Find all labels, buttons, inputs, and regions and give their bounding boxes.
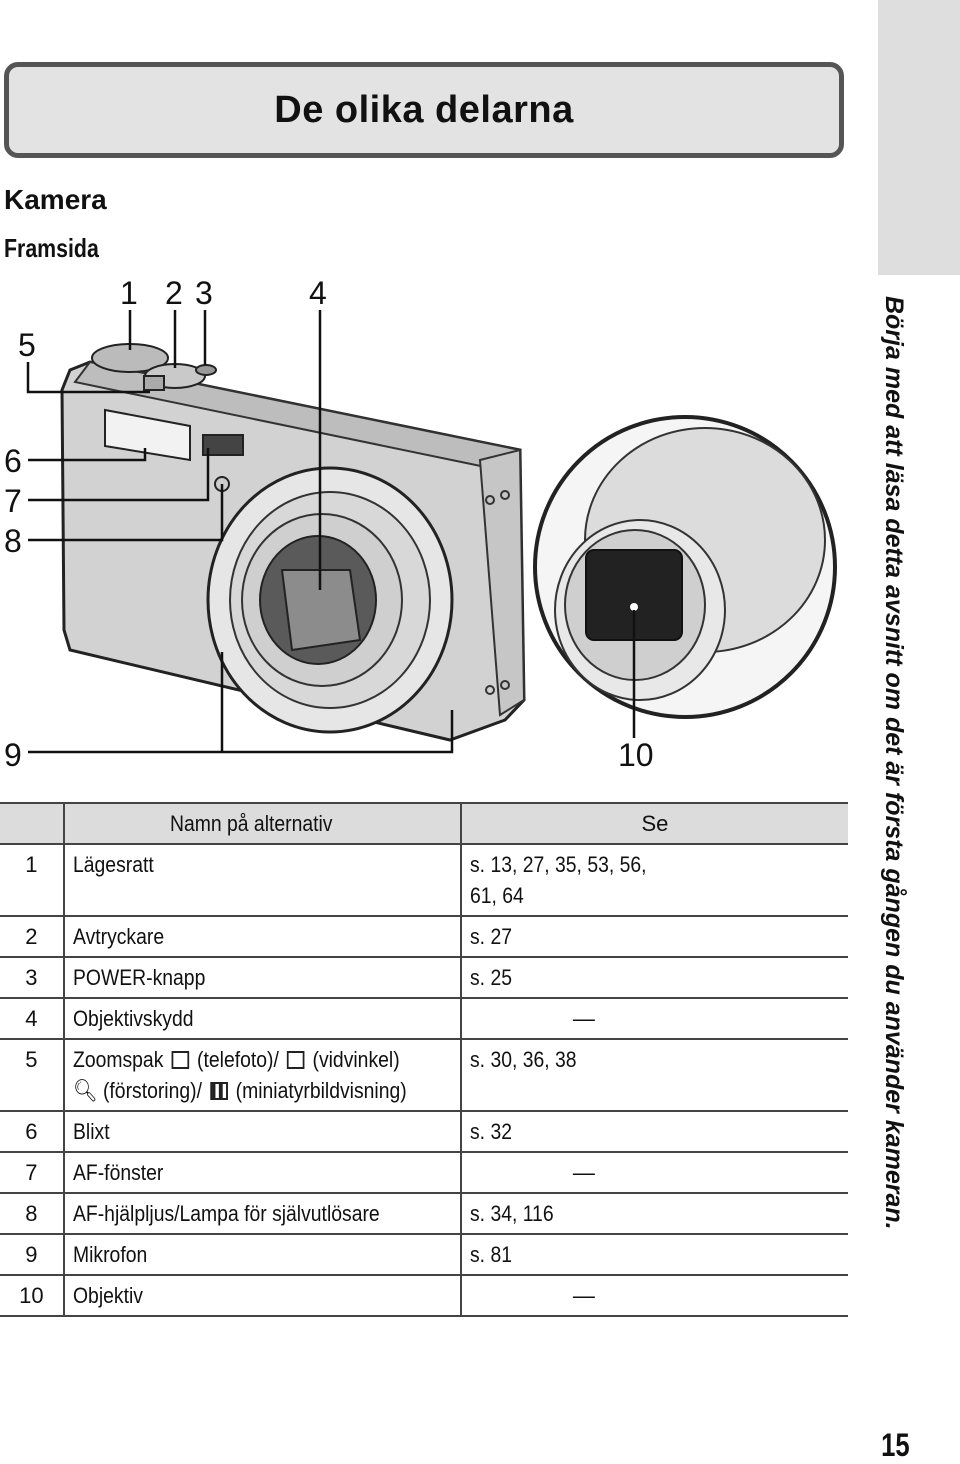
lens-assembly xyxy=(206,466,454,734)
header-num xyxy=(0,802,65,845)
wide-angle-icon xyxy=(286,1051,305,1069)
table-row: 1 Lägesratt s. 13, 27, 35, 53, 56, 61, 6… xyxy=(0,844,848,917)
table-row: 5 Zoomspak (telefoto)/ (vidvinkel) 🔍︎ (f… xyxy=(0,1039,848,1112)
telephoto-icon xyxy=(171,1051,189,1069)
callout-9: 9 xyxy=(4,737,22,773)
page-title: De olika delarna xyxy=(274,88,574,131)
camera-front-figure: 1 2 3 4 5 6 7 8 9 10 xyxy=(4,275,837,773)
callout-4: 4 xyxy=(309,275,327,311)
callout-10: 10 xyxy=(618,737,654,773)
section-heading: Kamera xyxy=(4,184,107,215)
title-box: De olika delarna xyxy=(4,62,844,158)
thumbnail-icon xyxy=(209,1082,228,1100)
flash xyxy=(104,408,191,462)
table-row: 3 POWER-knapp s. 25 xyxy=(0,957,848,999)
table-header-row: Namn på alternativ Se xyxy=(0,802,848,845)
power-button xyxy=(195,364,217,376)
callout-1: 1 xyxy=(120,275,138,311)
table-row: 8 AF-hjälpljus/Lampa för självutlösare s… xyxy=(0,1193,848,1235)
subsection-heading: Framsida xyxy=(4,233,99,263)
callout-2: 2 xyxy=(165,275,183,311)
magnify-icon: 🔍︎ xyxy=(72,1078,98,1103)
callout-6: 6 xyxy=(4,443,22,479)
table-row: 6 Blixt s. 32 xyxy=(0,1111,848,1153)
table-row: 7 AF-fönster — xyxy=(0,1152,848,1194)
header-see: Se xyxy=(459,802,848,845)
callout-7: 7 xyxy=(4,483,22,519)
side-tab xyxy=(878,0,960,275)
lens-inset xyxy=(533,415,837,719)
side-caption: Börja med att läsa detta avsnitt om det … xyxy=(880,296,908,1230)
table-row: 2 Avtryckare s. 27 xyxy=(0,916,848,958)
parts-table: Namn på alternativ Se 1 Lägesratt s. 13,… xyxy=(0,802,848,1317)
zoom-lever xyxy=(143,375,165,391)
callout-8: 8 xyxy=(4,523,22,559)
table-row: 9 Mikrofon s. 81 xyxy=(0,1234,848,1276)
page-number: 15 xyxy=(881,1427,910,1463)
callout-5: 5 xyxy=(18,327,36,363)
af-window xyxy=(202,434,244,456)
table-row: 4 Objektivskydd — xyxy=(0,998,848,1040)
header-name: Namn på alternativ xyxy=(63,802,461,845)
table-row: 10 Objektiv — xyxy=(0,1275,848,1317)
callout-3: 3 xyxy=(195,275,213,311)
leader-lines xyxy=(26,310,636,754)
